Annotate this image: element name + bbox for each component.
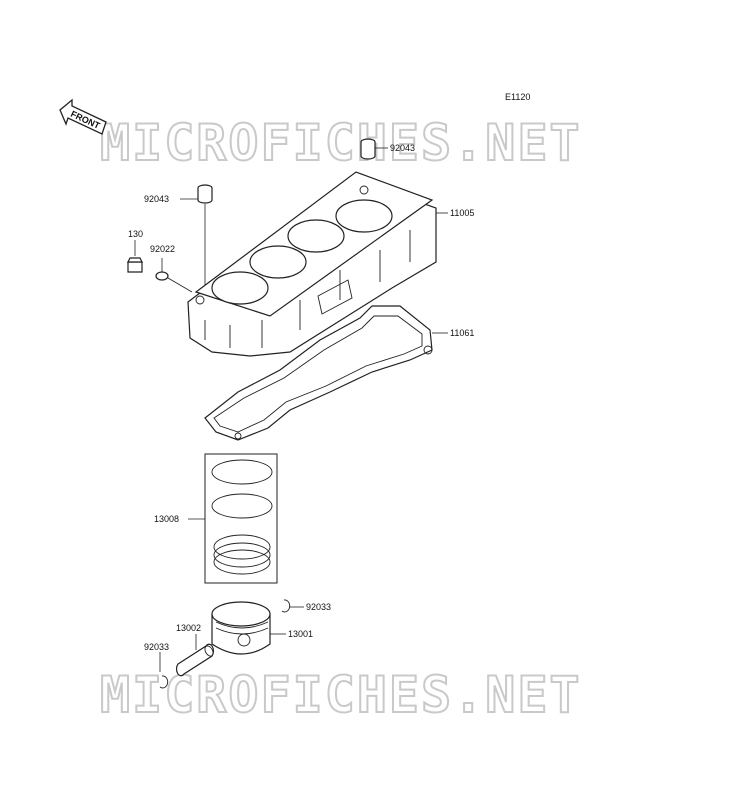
washer-92022: [155, 271, 169, 281]
watermark-top: MICROFICHES.NET: [100, 114, 582, 172]
cylinder-block: [187, 171, 437, 357]
bolt-130: [127, 257, 143, 273]
label-13002: 13002: [176, 623, 201, 633]
dowel-pin-top: [360, 138, 376, 160]
label-13008: 13008: [154, 514, 179, 524]
label-92022: 92022: [150, 244, 175, 254]
circlip-right: [281, 599, 291, 613]
label-11005: 11005: [450, 208, 474, 218]
circlip-left: [159, 675, 169, 689]
label-11061: 11061: [450, 328, 474, 338]
piston: [211, 601, 271, 655]
label-92043-top: 92043: [390, 143, 415, 153]
piston-ring-set: [204, 453, 278, 584]
diagram-code: E1120: [505, 92, 530, 102]
label-92033-right: 92033: [306, 602, 331, 612]
label-92043-left: 92043: [144, 194, 169, 204]
label-92033-left: 92033: [144, 642, 169, 652]
dowel-pin-left: [197, 184, 213, 204]
piston-pin: [175, 643, 215, 677]
label-13001: 13001: [288, 629, 313, 639]
cylinder-gasket: [204, 305, 433, 441]
label-130: 130: [128, 229, 143, 239]
watermark-bottom: MICROFICHES.NET: [100, 666, 582, 724]
